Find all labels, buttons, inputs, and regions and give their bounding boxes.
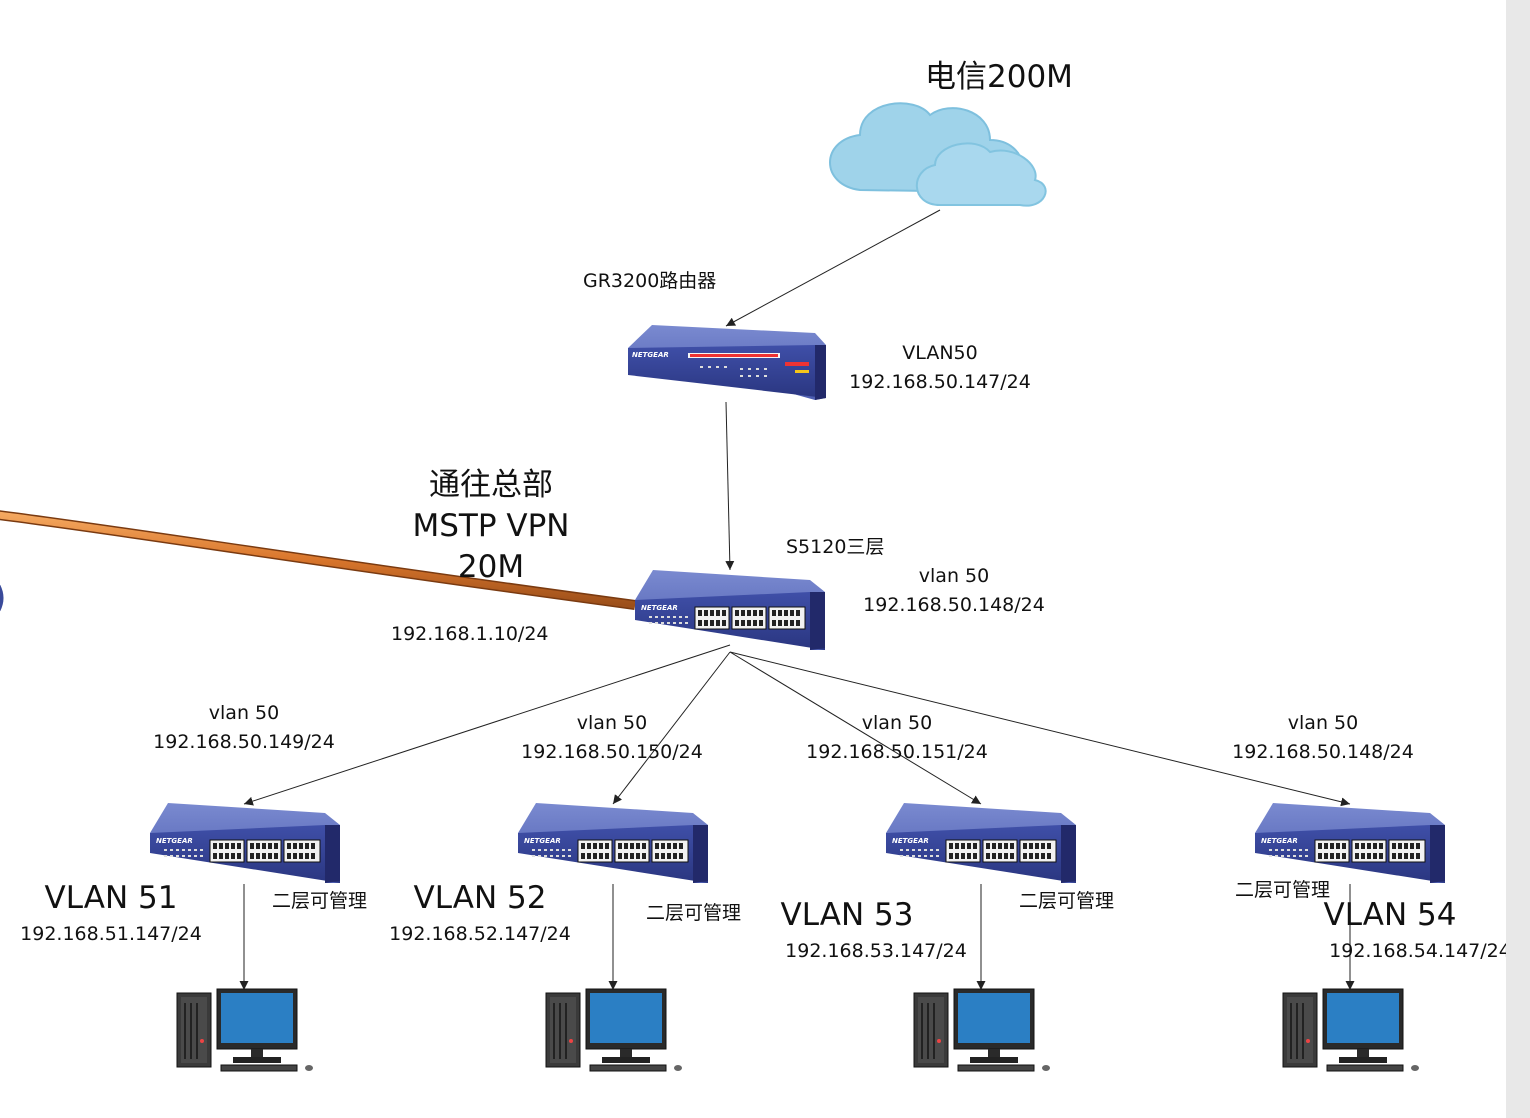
- pc-icon: [913, 988, 1051, 1072]
- access-2-type: 二层可管理: [646, 902, 742, 924]
- access-3-vlan: VLAN 53: [780, 897, 914, 933]
- svg-text:NETGEAR: NETGEAR: [632, 351, 669, 359]
- core-switch-icon: [634, 569, 826, 651]
- access-1-subnet: 192.168.51.147/24: [20, 923, 202, 945]
- access-switch-icon: [517, 802, 709, 884]
- core-switch-vlan: vlan 50: [918, 565, 990, 587]
- access-4-type: 二层可管理: [1235, 879, 1331, 901]
- link-core-access-4: [729, 651, 1351, 807]
- wan-link-line1: 通往总部: [429, 467, 553, 503]
- access-2-vlan: VLAN 52: [413, 880, 547, 916]
- wan-cable: [0, 511, 636, 609]
- pc-icon: [545, 988, 683, 1072]
- access-3-uplink-vlan: vlan 50: [861, 712, 933, 734]
- access-3-type: 二层可管理: [1019, 890, 1115, 912]
- core-switch-wan-ip: 192.168.1.10/24: [391, 623, 549, 645]
- link-core-access-1: [243, 644, 731, 806]
- access-2-subnet: 192.168.52.147/24: [389, 923, 571, 945]
- wan-link-line3: 20M: [457, 549, 525, 585]
- pc-icon: [1282, 988, 1420, 1072]
- pc-icon: [176, 988, 314, 1072]
- access-switch-icon: [149, 802, 341, 884]
- core-switch-name: S5120三层: [786, 536, 885, 558]
- router-vlan: VLAN50: [902, 342, 978, 364]
- link-cloud-router: [725, 209, 941, 327]
- router-name: GR3200路由器: [583, 270, 717, 292]
- internet-cloud-icon: [829, 102, 1047, 207]
- access-1-uplink-ip: 192.168.50.149/24: [153, 731, 335, 753]
- access-1-uplink-vlan: vlan 50: [208, 702, 280, 724]
- offscreen-device-edge: [0, 584, 4, 612]
- router-ip: 192.168.50.147/24: [849, 371, 1031, 393]
- link-core-access-3: [729, 651, 982, 805]
- access-2-uplink-ip: 192.168.50.150/24: [521, 741, 703, 763]
- link-core-access-2: [612, 651, 731, 805]
- access-4-uplink-vlan: vlan 50: [1287, 712, 1359, 734]
- access-1-vlan: VLAN 51: [44, 880, 178, 916]
- router-icon: NETGEAR: [628, 325, 826, 400]
- access-2-uplink-vlan: vlan 50: [576, 712, 648, 734]
- core-switch-ip: 192.168.50.148/24: [863, 594, 1045, 616]
- vertical-scrollbar[interactable]: [1506, 0, 1530, 1118]
- access-3-subnet: 192.168.53.147/24: [785, 940, 967, 962]
- access-4-vlan: VLAN 54: [1323, 897, 1457, 933]
- isp-label: 电信200M: [925, 59, 1073, 95]
- access-switch-icon: [1254, 802, 1446, 884]
- access-1-type: 二层可管理: [272, 890, 368, 912]
- wan-link-line2: MSTP VPN: [412, 508, 570, 544]
- access-4-subnet: 192.168.54.147/24: [1329, 940, 1511, 962]
- access-switch-icon: [885, 802, 1077, 884]
- access-3-uplink-ip: 192.168.50.151/24: [806, 741, 988, 763]
- access-4-uplink-ip: 192.168.50.148/24: [1232, 741, 1414, 763]
- link-router-core: [725, 401, 735, 571]
